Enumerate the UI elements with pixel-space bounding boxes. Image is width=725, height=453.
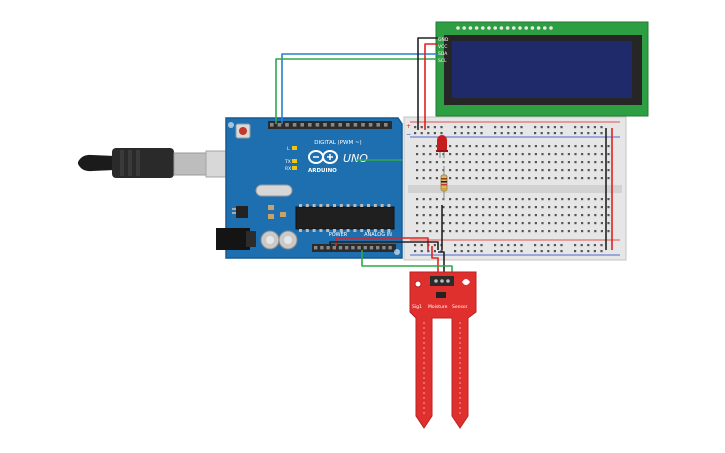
lcd-screen	[452, 41, 632, 98]
sensor-label-moisture: Moisture	[428, 304, 448, 310]
microcontroller-chip	[295, 206, 395, 230]
power-label: POWER	[329, 232, 348, 238]
lcd-pin	[487, 26, 491, 30]
wires	[275, 37, 613, 278]
power-jack	[216, 228, 250, 250]
lcd-pin	[524, 26, 528, 30]
led-label-rx: RX	[285, 166, 291, 172]
header-pin	[376, 246, 380, 250]
wire-black-lcd	[417, 37, 438, 130]
lcd-pin	[505, 26, 510, 30]
digital-pin	[338, 123, 342, 127]
digital-pin	[323, 123, 327, 127]
wire-green-lcd	[275, 58, 438, 124]
lcd-pin	[549, 26, 553, 30]
wire-red-lcd	[424, 43, 438, 130]
lcd-pin	[493, 26, 498, 30]
lcd-pin	[462, 26, 467, 30]
digital-pin	[285, 123, 289, 127]
digital-pin	[315, 123, 320, 127]
header-pin	[382, 246, 386, 250]
wire-black-power	[329, 241, 439, 250]
arduino-logo-icon	[308, 150, 338, 164]
lcd-pin-scl: SCL	[438, 58, 447, 64]
lcd-display: GND VCC SDA SCL	[435, 21, 649, 117]
header-pin	[369, 246, 374, 250]
lcd-pin	[474, 26, 479, 30]
header-pin	[345, 246, 349, 250]
digital-pin	[300, 123, 304, 127]
lcd-pin	[456, 26, 460, 30]
crystal-oscillator	[255, 184, 293, 197]
led-tx	[292, 159, 297, 163]
header-pin	[338, 246, 343, 250]
wire-blue	[281, 53, 438, 124]
sensor-label-sig: Sig1	[412, 304, 422, 310]
lcd-pin	[468, 26, 473, 30]
lcd-pin	[499, 26, 504, 30]
lcd-pin-vcc: VCC	[438, 44, 447, 50]
led-label-l: L	[287, 146, 290, 152]
header-pin	[388, 246, 392, 250]
soil-moisture-sensor: Sig1 Moisture Sensor	[409, 271, 477, 429]
lcd-pin	[518, 26, 522, 30]
header-pin	[332, 246, 336, 250]
digital-label: DIGITAL (PWM ~)	[314, 140, 361, 146]
led-label-tx: TX	[284, 159, 291, 165]
digital-pin	[384, 123, 388, 127]
digital-pin	[270, 123, 274, 127]
analog-label: ANALOG IN	[364, 232, 392, 238]
sensor-label-sensor: Sensor	[452, 304, 468, 310]
header-pin	[357, 246, 361, 250]
header-pin	[351, 246, 355, 250]
resistor	[440, 166, 448, 200]
digital-pin	[292, 123, 297, 127]
wire-black-sensor	[438, 251, 445, 278]
lcd-pin-labels: GND VCC SDA SCL	[438, 37, 449, 64]
arduino-board: DIGITAL (PWM ~) L TX RX UNO ARDUINO	[216, 117, 403, 259]
usb-cable	[78, 148, 233, 178]
wire-red-sensor	[431, 246, 439, 278]
digital-pin	[277, 123, 282, 127]
led-l	[292, 146, 297, 150]
lcd-pin	[530, 26, 535, 30]
lcd-pin	[512, 26, 516, 30]
lcd-pin	[536, 26, 541, 30]
header-pin	[320, 246, 324, 250]
led-rx	[292, 166, 297, 170]
usb-chip	[236, 206, 248, 218]
lcd-pin	[543, 26, 547, 30]
header-pin	[314, 246, 318, 250]
digital-header	[268, 121, 392, 129]
header-pin	[326, 246, 330, 250]
digital-pin	[361, 123, 365, 127]
rail-minus-label: −	[406, 131, 411, 138]
lcd-pin	[481, 26, 485, 30]
digital-pin	[376, 123, 380, 127]
lcd-pin-gnd: GND	[438, 37, 449, 43]
digital-pin	[353, 123, 358, 127]
brand-label: ARDUINO	[308, 168, 337, 174]
rail-plus-label: +	[406, 123, 411, 130]
digital-pin	[346, 123, 350, 127]
lcd-pin-sda: SDA	[438, 51, 448, 57]
digital-pin	[368, 123, 373, 127]
led-red	[436, 135, 448, 158]
digital-pin	[330, 123, 335, 127]
digital-pin	[308, 123, 312, 127]
model-label: UNO	[343, 152, 368, 165]
header-pin	[363, 246, 367, 250]
